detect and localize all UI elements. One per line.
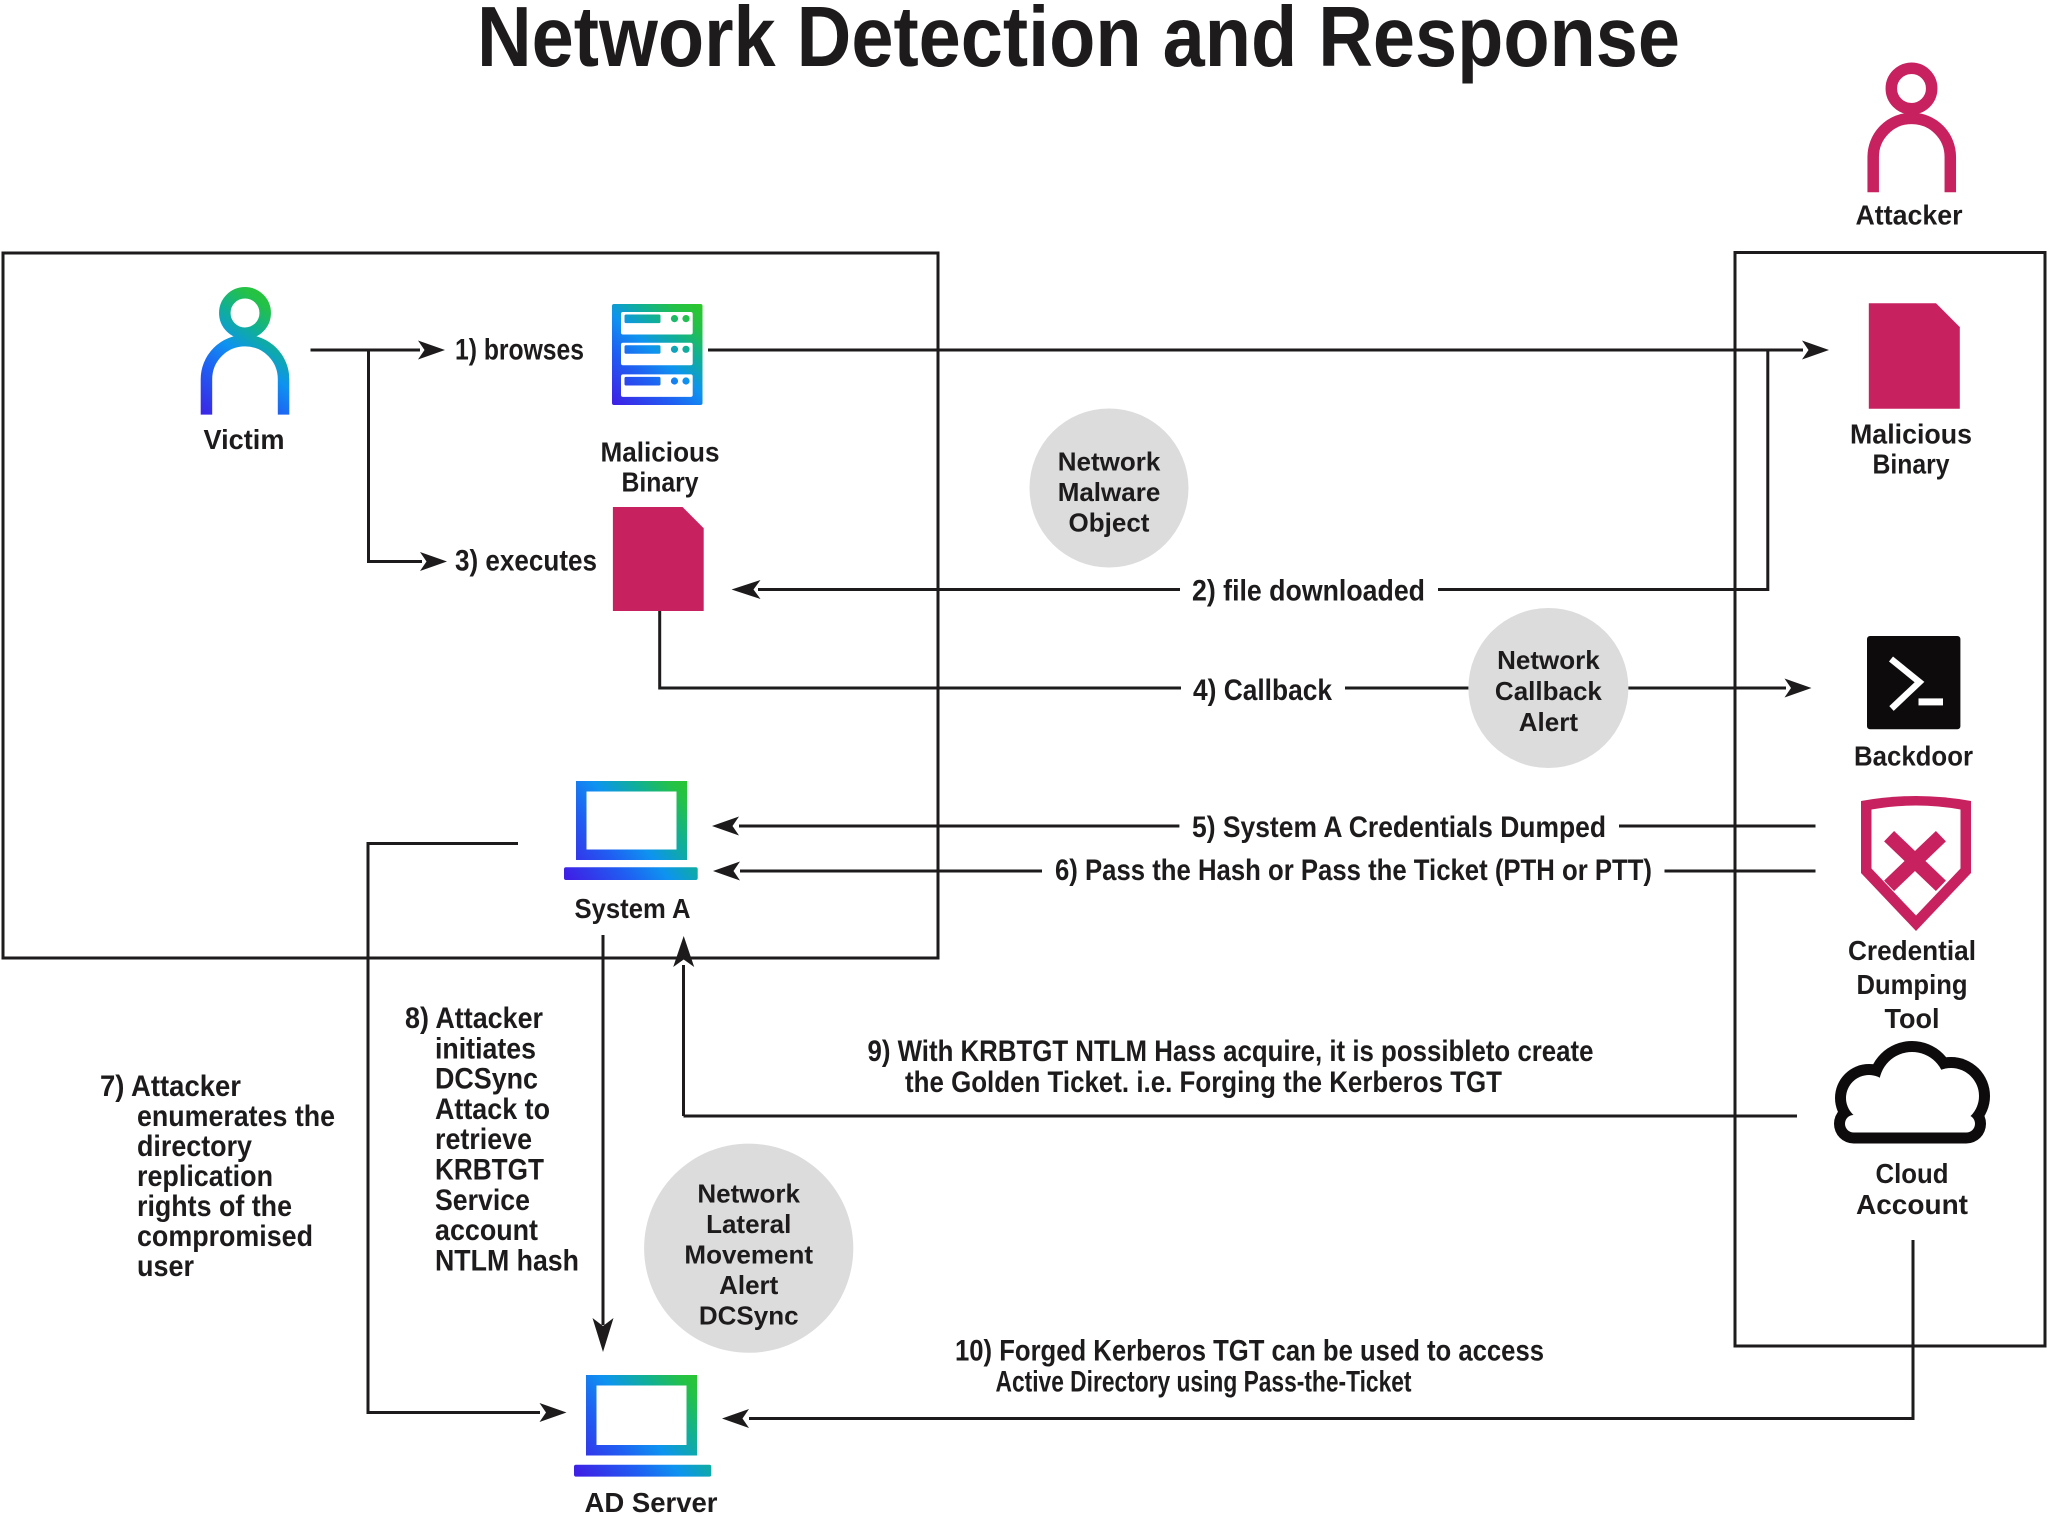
svg-text:Movement: Movement — [684, 1240, 813, 1270]
svg-text:DCSync: DCSync — [435, 1063, 538, 1096]
svg-text:Binary: Binary — [1873, 449, 1950, 480]
svg-text:Network: Network — [1058, 447, 1161, 477]
svg-text:replication: replication — [137, 1160, 273, 1193]
svg-text:DCSync: DCSync — [699, 1301, 799, 1331]
svg-text:5) System A Credentials Dumped: 5) System A Credentials Dumped — [1192, 811, 1606, 844]
svg-text:Network Detection and Response: Network Detection and Response — [477, 0, 1680, 85]
svg-text:retrieve: retrieve — [435, 1123, 532, 1156]
svg-text:8) Attacker: 8) Attacker — [405, 1002, 543, 1035]
svg-text:Active Directory using Pass-th: Active Directory using Pass-the-Ticket — [996, 1366, 1412, 1399]
svg-text:System A: System A — [575, 893, 691, 924]
svg-text:directory: directory — [137, 1130, 252, 1163]
svg-text:Object: Object — [1069, 508, 1150, 538]
svg-text:rights of the: rights of the — [137, 1190, 292, 1223]
svg-text:Cloud: Cloud — [1876, 1158, 1949, 1189]
svg-text:Binary: Binary — [622, 467, 699, 498]
svg-text:10) Forged Kerberos TGT can be: 10) Forged Kerberos TGT can be used to a… — [955, 1335, 1544, 1368]
svg-text:2) file downloaded: 2) file downloaded — [1192, 575, 1425, 608]
svg-text:account: account — [435, 1214, 538, 1247]
svg-text:the Golden Ticket. i.e. Forgin: the Golden Ticket. i.e. Forging the Kerb… — [905, 1066, 1502, 1099]
svg-text:Malicious: Malicious — [601, 437, 720, 468]
svg-text:3) executes: 3) executes — [455, 545, 597, 578]
svg-text:NTLM hash: NTLM hash — [435, 1244, 579, 1277]
svg-text:Attacker: Attacker — [1856, 200, 1963, 231]
svg-text:Callback: Callback — [1495, 676, 1602, 706]
svg-text:Network: Network — [1497, 645, 1600, 675]
svg-text:AD Server: AD Server — [585, 1487, 718, 1517]
svg-text:Backdoor: Backdoor — [1854, 741, 1973, 772]
svg-text:9) With KRBTGT NTLM Hass acqui: 9) With KRBTGT NTLM Hass acquire, it is … — [868, 1035, 1594, 1068]
svg-text:7) Attacker: 7) Attacker — [100, 1070, 241, 1103]
svg-text:Credential: Credential — [1848, 935, 1976, 966]
svg-text:Alert: Alert — [719, 1270, 779, 1300]
svg-text:Dumping: Dumping — [1857, 969, 1968, 1000]
svg-text:1) browses: 1) browses — [455, 334, 584, 367]
svg-text:Service: Service — [435, 1184, 530, 1217]
svg-text:6) Pass the Hash or Pass the T: 6) Pass the Hash or Pass the Ticket (PTH… — [1055, 854, 1652, 887]
svg-text:4) Callback: 4) Callback — [1193, 674, 1332, 707]
svg-text:Network: Network — [697, 1179, 800, 1209]
svg-text:compromised: compromised — [137, 1220, 313, 1253]
svg-text:Malicious: Malicious — [1850, 419, 1972, 450]
svg-text:Victim: Victim — [204, 424, 285, 455]
svg-text:user: user — [137, 1250, 194, 1283]
svg-text:Tool: Tool — [1885, 1003, 1940, 1034]
svg-text:Malware: Malware — [1058, 477, 1161, 507]
svg-text:Attack to: Attack to — [435, 1093, 550, 1126]
svg-text:KRBTGT: KRBTGT — [435, 1154, 544, 1187]
svg-text:enumerates the: enumerates the — [137, 1100, 335, 1133]
svg-text:Alert: Alert — [1519, 707, 1579, 737]
svg-text:Lateral: Lateral — [706, 1209, 791, 1239]
svg-text:Account: Account — [1856, 1189, 1968, 1220]
svg-text:initiates: initiates — [435, 1032, 536, 1065]
